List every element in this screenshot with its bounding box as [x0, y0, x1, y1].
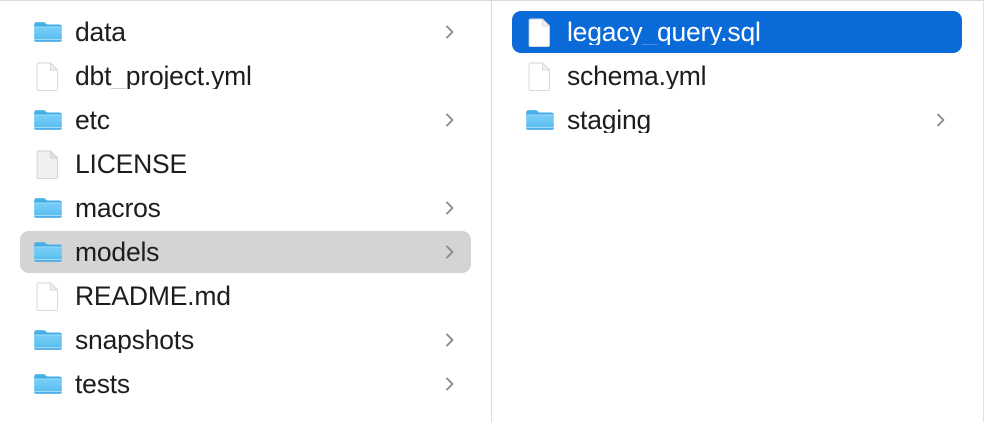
- finder-row-label: LICENSE: [75, 150, 188, 178]
- finder-row-label: tests: [75, 370, 130, 398]
- finder-row-legacy-query-sql[interactable]: legacy_query.sql: [512, 11, 962, 53]
- folder-icon: [32, 16, 64, 48]
- document-icon: [524, 16, 556, 48]
- finder-row-label: README.md: [75, 282, 231, 310]
- folder-icon: [32, 368, 64, 400]
- finder-row-label: snapshots: [75, 326, 195, 354]
- disclosure-chevron-icon[interactable]: [443, 242, 457, 262]
- finder-row-label: legacy_query.sql: [567, 18, 761, 46]
- disclosure-chevron-icon[interactable]: [443, 22, 457, 42]
- finder-row-readme-md[interactable]: README.md: [20, 275, 471, 317]
- document-icon: [32, 280, 64, 312]
- disclosure-chevron-icon[interactable]: [934, 110, 948, 130]
- finder-row-label: models: [75, 238, 160, 266]
- finder-row-dbt-project-yml[interactable]: dbt_project.yml: [20, 55, 471, 97]
- disclosure-chevron-icon[interactable]: [443, 330, 457, 350]
- finder-row-license[interactable]: LICENSE: [20, 143, 471, 185]
- finder-row-tests[interactable]: tests: [20, 363, 471, 405]
- disclosure-chevron-icon[interactable]: [443, 374, 457, 394]
- document-icon: [524, 60, 556, 92]
- finder-row-models[interactable]: models: [20, 231, 471, 273]
- finder-row-etc[interactable]: etc: [20, 99, 471, 141]
- generic-file-icon: [32, 148, 64, 180]
- folder-icon: [32, 236, 64, 268]
- finder-row-label: data: [75, 18, 126, 46]
- finder-row-snapshots[interactable]: snapshots: [20, 319, 471, 361]
- finder-row-label: dbt_project.yml: [75, 62, 252, 90]
- folder-icon: [524, 104, 556, 136]
- disclosure-chevron-icon[interactable]: [443, 110, 457, 130]
- document-icon: [32, 60, 64, 92]
- finder-row-data[interactable]: data: [20, 11, 471, 53]
- folder-icon: [32, 324, 64, 356]
- folder-icon: [32, 104, 64, 136]
- finder-column-child[interactable]: legacy_query.sql schema.yml staging: [492, 1, 982, 422]
- folder-icon: [32, 192, 64, 224]
- finder-row-schema-yml[interactable]: schema.yml: [512, 55, 962, 97]
- finder-row-label: etc: [75, 106, 110, 134]
- finder-row-label: staging: [567, 106, 652, 134]
- finder-row-macros[interactable]: macros: [20, 187, 471, 229]
- finder-row-staging[interactable]: staging: [512, 99, 962, 141]
- finder-row-label: schema.yml: [567, 62, 707, 90]
- disclosure-chevron-icon[interactable]: [443, 198, 457, 218]
- finder-row-label: macros: [75, 194, 161, 222]
